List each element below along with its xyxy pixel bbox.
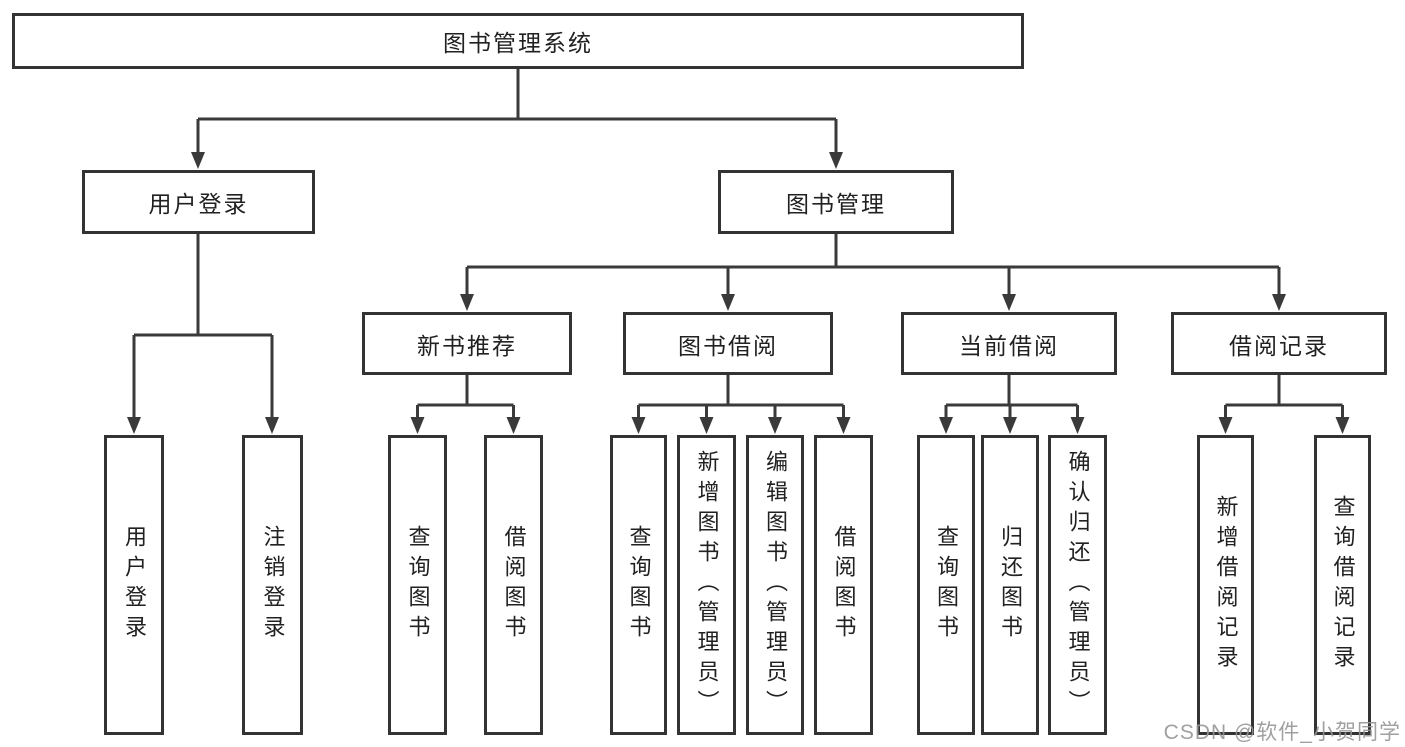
connector-path: [132, 69, 1344, 418]
arrowhead: [1070, 417, 1085, 434]
node-leaf-return-books: 归还图书: [981, 435, 1039, 735]
csdn-watermark: CSDN @软件_小贺同学: [1163, 721, 1401, 744]
arrowhead: [1002, 294, 1016, 311]
node-library-system: 图书管理系统: [12, 13, 1024, 69]
node-book-borrowing: 图书借阅: [623, 312, 833, 375]
node-label: 新增借阅记录: [1213, 495, 1239, 675]
node-leaf-borrow-books: 借阅图书: [484, 435, 543, 735]
node-label: 查询图书: [626, 525, 652, 645]
node-book-management: 图书管理: [718, 170, 954, 234]
node-label: 图书管理系统: [443, 30, 593, 56]
node-label: 借阅图书: [501, 525, 527, 645]
arrowhead: [768, 417, 782, 434]
arrowhead: [127, 417, 141, 434]
arrowhead: [1218, 417, 1233, 434]
arrowhead: [1003, 417, 1017, 434]
node-label: 借阅记录: [1229, 332, 1329, 359]
node-user-login: 用户登录: [82, 170, 315, 234]
node-label: 图书借阅: [678, 332, 778, 359]
node-leaf-edit-books-admin: 编辑图书（管理员）: [746, 435, 804, 735]
arrowhead: [699, 417, 714, 434]
node-leaf-query-books-2: 查询图书: [610, 435, 667, 735]
node-label: 借阅图书: [831, 525, 857, 645]
node-label: 查询图书: [405, 525, 431, 645]
node-leaf-confirm-return-admin: 确认归还（管理员）: [1048, 435, 1107, 735]
node-borrow-records: 借阅记录: [1171, 312, 1387, 375]
node-label: 用户登录: [148, 191, 249, 217]
node-leaf-add-books-admin: 新增图书（管理员）: [677, 435, 736, 735]
arrowhead: [836, 417, 851, 434]
node-leaf-query-borrow-record: 查询借阅记录: [1314, 435, 1371, 735]
node-label: 注销登录: [260, 525, 286, 645]
arrowhead: [1272, 294, 1286, 311]
arrowhead: [265, 417, 279, 434]
node-label: 查询图书: [934, 525, 959, 645]
node-new-book-recommend: 新书推荐: [362, 312, 572, 375]
node-label: 当前借阅: [959, 332, 1059, 359]
node-leaf-user-login: 用户登录: [104, 435, 164, 735]
arrowhead: [410, 417, 425, 434]
arrowhead: [631, 417, 646, 434]
arrowhead: [506, 417, 521, 434]
node-leaf-logout: 注销登录: [242, 435, 303, 735]
arrowhead: [460, 294, 474, 311]
node-leaf-query-books-3: 查询图书: [917, 435, 975, 735]
node-label: 归还图书: [998, 525, 1023, 645]
node-label: 编辑图书（管理员）: [763, 450, 788, 720]
node-label: 查询借阅记录: [1330, 495, 1356, 675]
node-label: 新增图书（管理员）: [694, 450, 720, 720]
node-leaf-borrow-books-2: 借阅图书: [814, 435, 873, 735]
node-current-borrowing: 当前借阅: [901, 312, 1117, 375]
node-label: 新书推荐: [417, 332, 517, 359]
arrowhead: [1335, 417, 1350, 434]
node-label: 图书管理: [786, 191, 886, 217]
node-leaf-query-books: 查询图书: [388, 435, 447, 735]
arrowhead: [721, 294, 735, 311]
node-label: 用户登录: [122, 525, 147, 645]
arrowhead: [191, 152, 205, 169]
node-leaf-add-borrow-record: 新增借阅记录: [1197, 435, 1254, 735]
arrowhead: [939, 417, 953, 434]
node-label: 确认归还（管理员）: [1065, 450, 1091, 720]
arrowhead: [829, 152, 843, 169]
